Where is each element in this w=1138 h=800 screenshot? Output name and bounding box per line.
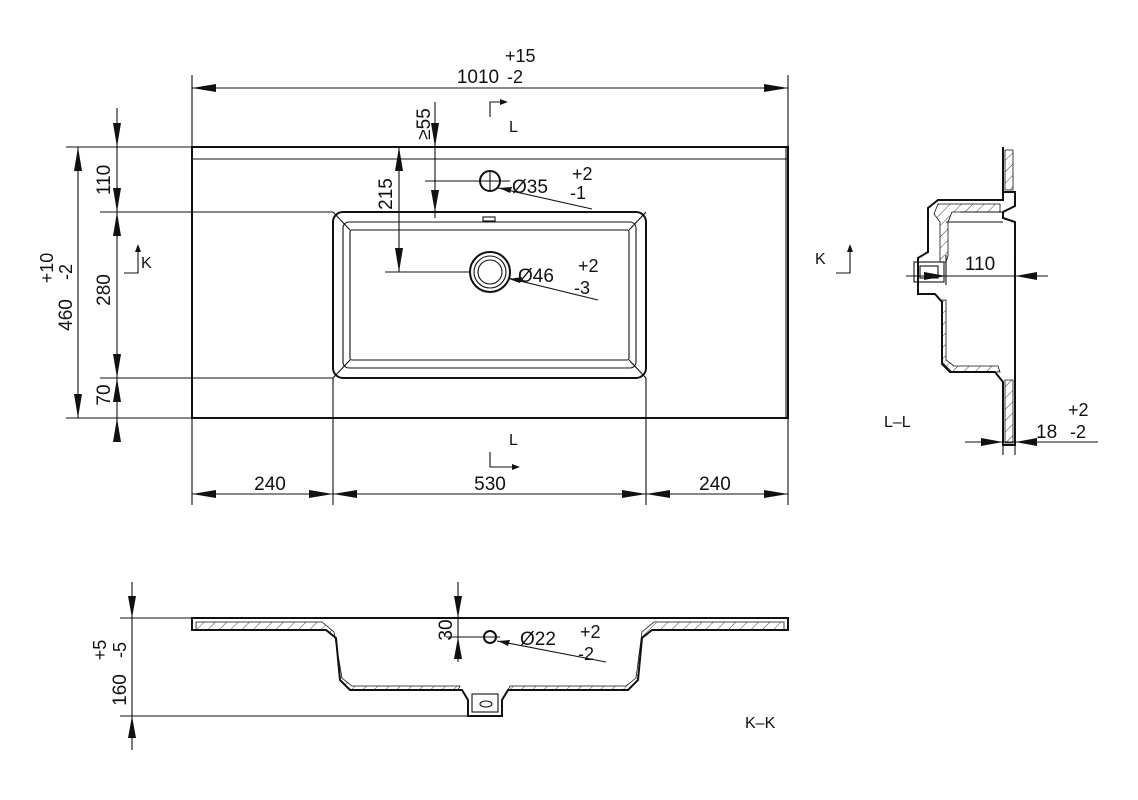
section-K-right-letter: K bbox=[815, 251, 826, 268]
section-KK-tol-plus: +5 bbox=[90, 640, 110, 661]
section-L-top-letter: L bbox=[509, 119, 518, 136]
tap-hole-dimensions bbox=[395, 102, 439, 272]
section-LL-tol-minus: -2 bbox=[1070, 422, 1086, 442]
width-dimension bbox=[191, 75, 789, 147]
dim-70: 70 bbox=[94, 384, 115, 405]
section-marker-L-top bbox=[489, 99, 508, 117]
overflow-tol-minus: -2 bbox=[578, 644, 594, 664]
section-KK-height-dim bbox=[120, 582, 470, 750]
drain-tol-plus: +2 bbox=[578, 256, 599, 276]
dim-110: 110 bbox=[94, 165, 115, 195]
width-tol-minus: -2 bbox=[507, 67, 523, 87]
basin bbox=[332, 211, 647, 379]
section-LL-thickness: 18 bbox=[1036, 422, 1057, 443]
width-tol-plus: +15 bbox=[505, 46, 536, 66]
tap-hole-tol-minus: -1 bbox=[570, 183, 586, 203]
overflow-tol-plus: +2 bbox=[580, 622, 601, 642]
dim-215: 215 bbox=[376, 178, 397, 210]
section-KK-height: 160 bbox=[110, 674, 131, 706]
tap-hole-tol-plus: +2 bbox=[572, 164, 593, 184]
bottom-chain-dimension bbox=[191, 378, 789, 505]
section-LL-dim-110 bbox=[906, 255, 1048, 285]
section-KK-tol-minus: -5 bbox=[110, 642, 130, 658]
dim-ge55: ≥55 bbox=[414, 108, 435, 140]
section-KK-label: K–K bbox=[745, 715, 776, 732]
section-LL-label: L–L bbox=[884, 414, 911, 431]
basin-530: 530 bbox=[474, 474, 506, 495]
section-marker-K-left bbox=[124, 244, 141, 274]
section-KK-30: 30 bbox=[436, 619, 457, 640]
width-value: 1010 bbox=[457, 67, 499, 88]
depth-dimension bbox=[66, 146, 192, 419]
section-LL-tol-plus: +2 bbox=[1068, 400, 1089, 420]
drain-tol-minus: -3 bbox=[574, 278, 590, 298]
top-view: 1010 +15 -2 460 +10 -2 110 280 70 bbox=[37, 46, 853, 505]
section-KK-dim-30 bbox=[454, 582, 462, 662]
section-L-bottom-letter: L bbox=[509, 432, 518, 449]
left-240: 240 bbox=[254, 474, 286, 495]
countertop-outline bbox=[191, 146, 789, 419]
section-LL bbox=[913, 147, 1016, 446]
section-KK bbox=[191, 617, 789, 717]
depth-tol-minus: -2 bbox=[56, 264, 76, 280]
drain-hole bbox=[385, 251, 599, 301]
section-marker-K-right bbox=[836, 244, 853, 274]
section-K-left-letter: K bbox=[141, 255, 152, 272]
depth-value: 460 bbox=[56, 299, 77, 331]
section-LL-110: 110 bbox=[965, 254, 995, 275]
right-240: 240 bbox=[699, 474, 731, 495]
tap-hole bbox=[425, 170, 593, 210]
overflow-dia: Ø22 bbox=[520, 629, 556, 650]
section-LL-dim-18 bbox=[965, 418, 1098, 455]
depth-tol-plus: +10 bbox=[37, 253, 57, 284]
section-marker-L-bottom bbox=[489, 452, 520, 470]
dim-280: 280 bbox=[94, 274, 115, 306]
overflow-hole bbox=[446, 630, 607, 663]
tap-hole-dia: Ø35 bbox=[512, 177, 548, 198]
drain-dia: Ø46 bbox=[518, 266, 554, 287]
chain-dimension-left bbox=[100, 108, 333, 442]
